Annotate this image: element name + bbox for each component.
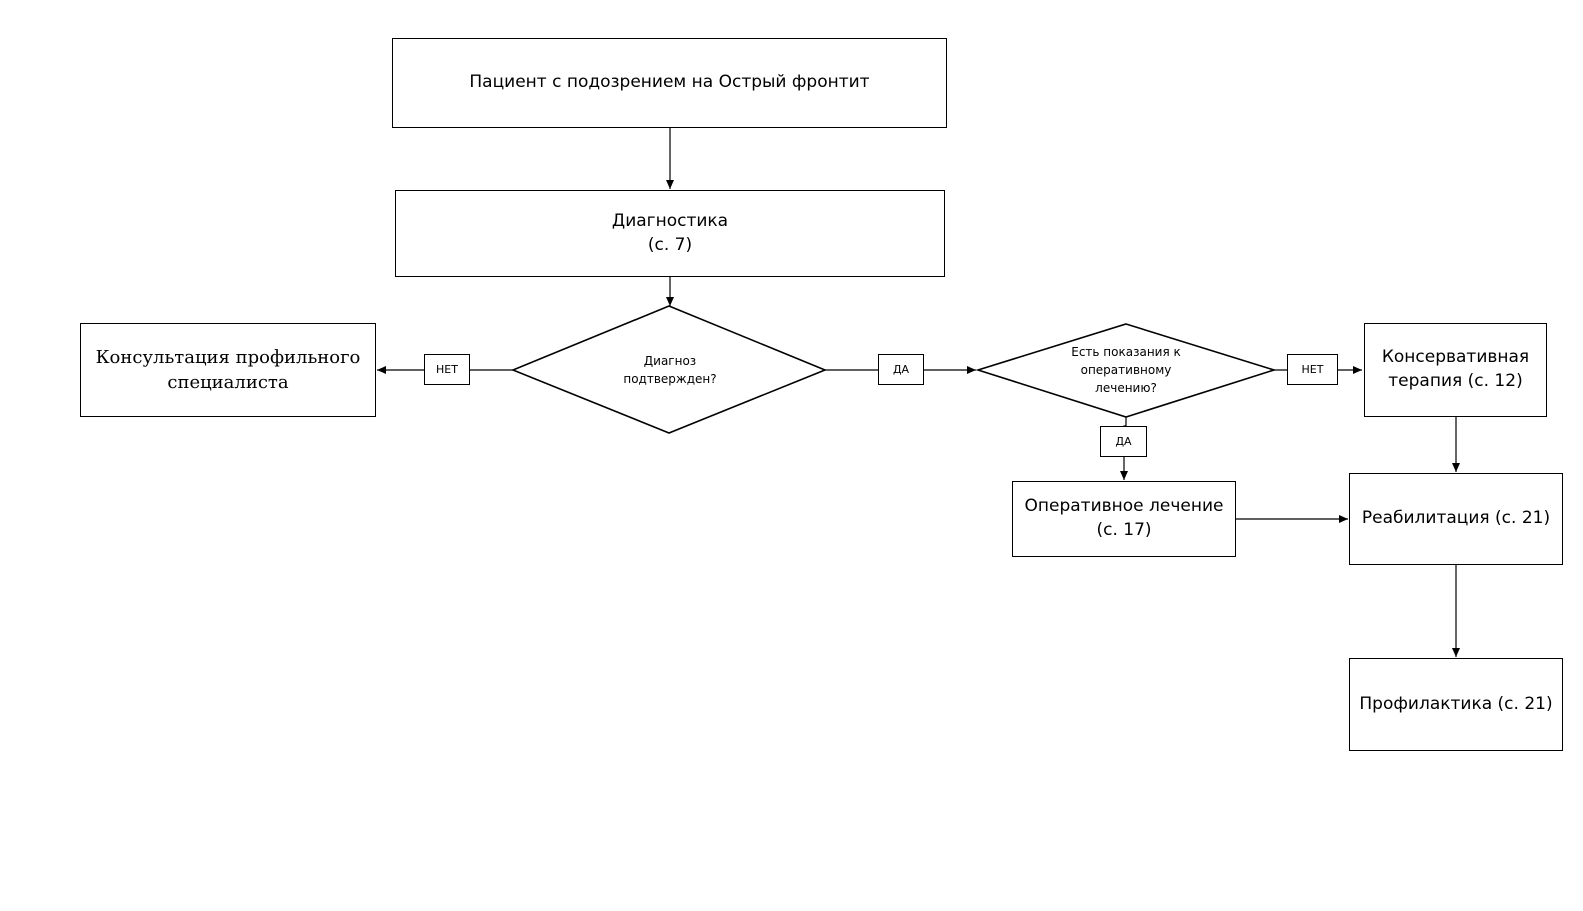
rehabilitation-node-label: Реабилитация (с. 21): [1361, 508, 1551, 529]
edge-label-surgery-yes: ДА: [1100, 426, 1147, 457]
decision-diamond-confirmed: [510, 305, 828, 434]
diagnostics-node: Диагностика (с. 7): [395, 190, 945, 277]
prevention-node: Профилактика (с. 21): [1349, 658, 1563, 751]
surgery-node: Оперативное лечение (с. 17): [1012, 481, 1236, 557]
start-node: Пациент с подозрением на Острый фронтит: [392, 38, 947, 128]
edge-label-confirmed-no: НЕТ: [424, 354, 470, 385]
edge-label-confirmed-yes: ДА: [878, 354, 924, 385]
decision-surgery-label: Есть показания к оперативному лечению?: [1071, 345, 1181, 395]
consultation-node: Консультация профильного специалиста: [80, 323, 376, 417]
conservative-therapy-label: Консервативная терапия (с. 12): [1381, 347, 1530, 391]
start-node-label: Пациент с подозрением на Острый фронтит: [469, 72, 870, 93]
diagnostics-node-label: Диагностика (с. 7): [611, 210, 729, 255]
rehabilitation-node: Реабилитация (с. 21): [1349, 473, 1563, 565]
consultation-node-label: Консультация профильного специалиста: [95, 346, 361, 393]
surgery-node-label: Оперативное лечение (с. 17): [1024, 496, 1224, 540]
prevention-node-label: Профилактика (с. 21): [1359, 693, 1553, 714]
decision-confirmed-label: Диагноз подтвержден?: [623, 354, 717, 386]
edge-label-surgery-no: НЕТ: [1287, 354, 1338, 385]
conservative-therapy-node: Консервативная терапия (с. 12): [1364, 323, 1547, 417]
